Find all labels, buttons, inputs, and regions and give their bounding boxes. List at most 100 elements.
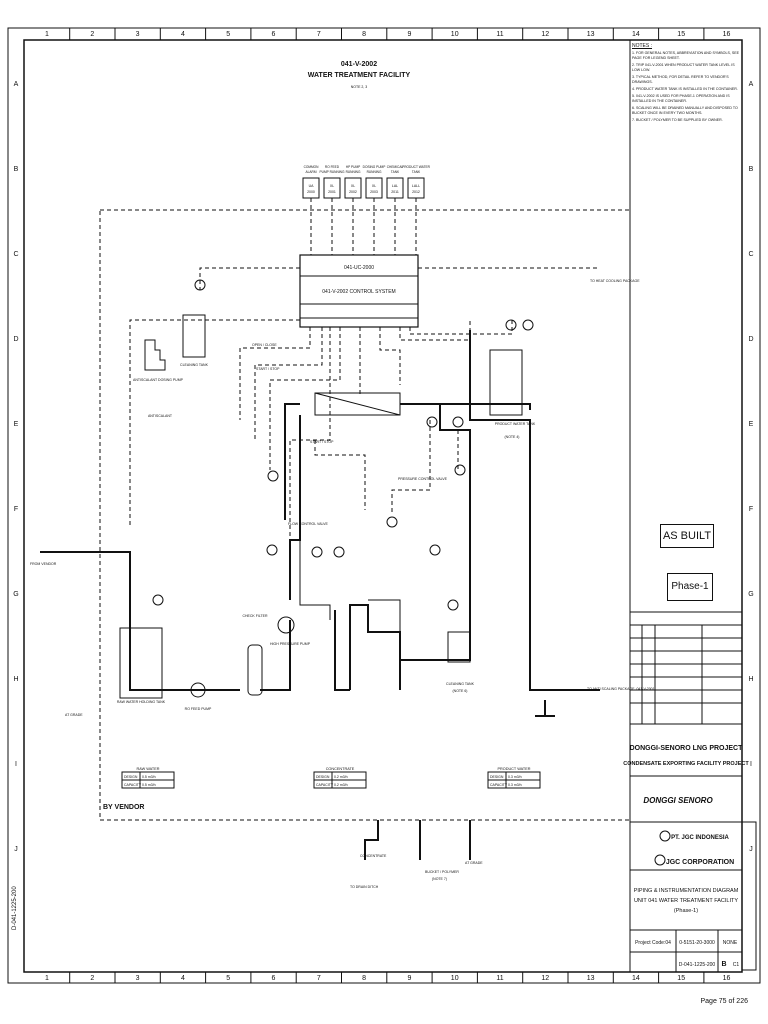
flow-table-cell: 0.5 m3/h — [142, 783, 156, 787]
note-item: 1. FOR GENERAL NOTES, ABBREVIATION AND S… — [632, 51, 740, 60]
control-panel-tag: 041-UC-2000 — [344, 265, 374, 271]
alarm-tag: 2012 — [412, 190, 420, 194]
grid-letter: B — [14, 166, 19, 173]
grid-letter: C — [13, 251, 18, 258]
grid-number: 10 — [451, 31, 459, 38]
flow-control-label: FLOW CONTROL VALVE — [288, 522, 328, 526]
to-drain-label: TO DRAIN DITCH — [350, 885, 379, 889]
alarm-box — [407, 177, 425, 199]
raw-water-tank-label: RAW WATER HOLDING TANK — [117, 700, 166, 704]
alarm-label: RO FEED — [325, 165, 340, 169]
hp-pump-label: HIGH PRESSURE PUMP — [270, 642, 311, 646]
cleaning-tank — [182, 314, 206, 358]
product-water-tank — [489, 349, 523, 416]
alarm-tag: 2001 — [328, 190, 336, 194]
grid-number: 15 — [677, 975, 685, 982]
grid-number: 8 — [362, 31, 366, 38]
as-built-stamp: AS BUILT — [660, 524, 714, 548]
grid-number: 13 — [587, 975, 595, 982]
project-code: Project Code:04 — [635, 940, 671, 946]
company-donggi: DONGGI SENORO — [643, 796, 713, 805]
flow-table-cell: 0.2 m3/h — [334, 783, 348, 787]
bucket-note: (NOTE 7) — [432, 877, 447, 881]
grid-letter: J — [749, 846, 753, 853]
sheet: C1 — [733, 962, 740, 968]
alarm-label: HP PUMP — [346, 165, 360, 169]
alarm-tag: XL — [351, 184, 355, 188]
raw-water-tank — [119, 627, 163, 699]
grid-letter: D — [13, 336, 18, 343]
hp-pump — [277, 616, 295, 634]
alarm-label: COMMON — [304, 165, 320, 169]
revision-block — [629, 611, 743, 725]
grid-number: 13 — [587, 31, 595, 38]
page-number: Page 75 of 226 — [700, 998, 749, 1005]
check-filter — [247, 644, 263, 696]
flow-table-cell: CAPACITY — [124, 783, 142, 787]
grid-letter: F — [749, 506, 753, 513]
dwg-title-1: PIPING & INSTRUMENTATION DIAGRAM — [634, 888, 739, 894]
grid-letter: H — [748, 676, 753, 683]
company-jgc-indonesia: PT. JGC INDONESIA — [671, 835, 729, 841]
grid-number: 12 — [541, 31, 549, 38]
start-stop-1-label: START / STOP — [256, 367, 280, 371]
grid-number: 14 — [632, 975, 640, 982]
grid-number: 4 — [181, 975, 185, 982]
alarm-tag: UA — [309, 184, 315, 188]
at-grade-1-label: AT GRADE — [65, 713, 83, 717]
job-no: 0-5151-20-3000 — [679, 940, 715, 946]
grid-number: 7 — [317, 975, 321, 982]
alarm-tag: 2000 — [307, 190, 315, 194]
project-title-1: DONGGI-SENORO LNG PROJECT — [630, 745, 744, 752]
antiscalant-note: ANTISCALANT — [148, 414, 173, 418]
grid-letter: E — [749, 421, 754, 428]
flow-table-cell: DESIGN — [316, 775, 330, 779]
grid-number: 9 — [407, 975, 411, 982]
grid-markers: 1122334455667788991010111112121313141415… — [13, 28, 754, 983]
flow-table-cell: CAPACITY — [316, 783, 334, 787]
cleaning-tank-2-note: (NOTE 6) — [453, 689, 468, 693]
alarm-label: TANK — [391, 170, 400, 174]
product-tank-note: (NOTE 4) — [505, 435, 520, 439]
flow-table-cell: DESIGN — [490, 775, 504, 779]
inner-frame — [23, 39, 743, 973]
scale: NONE — [723, 940, 738, 946]
jgc-indonesia-logo-icon — [659, 830, 671, 842]
flow-table-cell: 0.3 m3/h — [508, 783, 522, 787]
note-item: 2. TRIP 041-V-2001 WHEN PRODUCT WATER TA… — [632, 63, 735, 72]
side-dwg-label: D-041-1225-200 — [12, 886, 18, 930]
product-tank-label: PRODUCT WATER TANK — [495, 422, 536, 426]
grid-number: 11 — [496, 975, 503, 982]
grid-number: 16 — [723, 31, 731, 38]
by-vendor-label: BY VENDOR — [103, 804, 145, 811]
alarm-box — [323, 177, 341, 199]
ro-feed-pump-label: RO FEED PUMP — [185, 707, 212, 711]
grid-number: 12 — [541, 975, 549, 982]
ro-feed-pump — [190, 682, 206, 698]
bucket-label: BUCKET / POLYMER — [425, 870, 459, 874]
alarm-label: RUNNING — [346, 170, 361, 174]
raw-water-line — [40, 551, 170, 691]
alarm-label: RUNNING — [367, 170, 382, 174]
antiscalant-label: ANTISCALANT DOSING PUMP — [133, 378, 184, 382]
start-stop-2-label: START / STOP — [310, 440, 334, 444]
drawing-title-1: 041-V-2002 — [341, 61, 377, 68]
grid-letter: B — [749, 166, 754, 173]
to-heat-label: TO HEAT COOLING PACKAGE — [590, 279, 640, 283]
title-block — [629, 723, 757, 973]
phase-stamp: Phase-1 — [667, 573, 713, 601]
outer-frame — [7, 27, 761, 984]
grid-number: 4 — [181, 31, 185, 38]
grid-number: 5 — [226, 31, 230, 38]
grid-number: 3 — [136, 31, 140, 38]
grid-letter: C — [748, 251, 753, 258]
flow-table-cell: DESIGN — [124, 775, 138, 779]
grid-number: 14 — [632, 31, 640, 38]
grid-letter: I — [15, 761, 17, 768]
dwg-title-3: (Phase-1) — [674, 908, 698, 914]
